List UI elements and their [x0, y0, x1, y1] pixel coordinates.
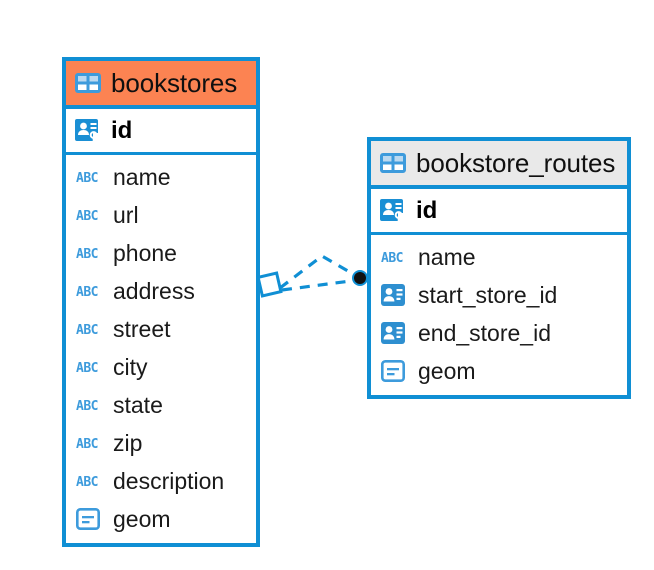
table-icon	[380, 153, 406, 173]
geometry-icon	[381, 360, 409, 382]
relationship-line-upper	[279, 254, 361, 290]
field-label: geom	[113, 505, 171, 532]
field-row-address[interactable]: ABC address	[66, 272, 256, 310]
field-label: zip	[113, 429, 143, 456]
relationship-connector[interactable]	[252, 240, 376, 312]
field-label: street	[113, 315, 171, 342]
abc-text-icon: ABC	[76, 170, 98, 186]
field-row-end-store-id[interactable]: end_store_id	[371, 314, 627, 352]
field-label: start_store_id	[418, 281, 558, 308]
primary-key-row[interactable]: id	[66, 109, 256, 155]
primary-key-label: id	[416, 196, 438, 224]
field-label: description	[113, 467, 225, 494]
abc-text-icon: ABC	[381, 250, 403, 266]
entity-title: bookstore_routes	[416, 147, 616, 178]
abc-text-icon: ABC	[76, 474, 98, 490]
abc-text-icon: ABC	[76, 436, 98, 452]
entity-title: bookstores	[111, 67, 238, 98]
field-row-zip[interactable]: ABC zip	[66, 424, 256, 462]
field-row-url[interactable]: ABC url	[66, 196, 256, 234]
primary-key-icon	[380, 198, 406, 224]
field-row-name[interactable]: ABC name	[371, 238, 627, 276]
field-row-phone[interactable]: ABC phone	[66, 234, 256, 272]
abc-text-icon: ABC	[76, 246, 98, 262]
entity-bookstore-routes[interactable]: bookstore_routes id ABC name	[367, 137, 631, 399]
foreign-key-icon	[381, 322, 409, 344]
field-label: name	[113, 163, 171, 190]
field-row-geom[interactable]: geom	[371, 352, 627, 390]
abc-text-icon: ABC	[76, 398, 98, 414]
field-row-state[interactable]: ABC state	[66, 386, 256, 424]
field-row-start-store-id[interactable]: start_store_id	[371, 276, 627, 314]
field-label: geom	[418, 357, 476, 384]
field-list: ABC name start_store_id	[371, 235, 627, 394]
field-row-name[interactable]: ABC name	[66, 158, 256, 196]
primary-key-label: id	[111, 116, 133, 144]
field-label: city	[113, 353, 148, 380]
table-icon	[75, 73, 101, 93]
field-label: phone	[113, 239, 177, 266]
entity-bookstores[interactable]: bookstores id ABC name	[62, 57, 260, 547]
field-row-geom[interactable]: geom	[66, 500, 256, 538]
field-label: state	[113, 391, 163, 418]
abc-text-icon: ABC	[76, 322, 98, 338]
filled-circle-marker	[352, 270, 368, 286]
field-list: ABC name ABC url ABC phone ABC address A…	[66, 155, 256, 542]
abc-text-icon: ABC	[76, 360, 98, 376]
field-label: name	[418, 243, 476, 270]
field-row-description[interactable]: ABC description	[66, 462, 256, 500]
field-label: address	[113, 277, 195, 304]
primary-key-icon	[75, 118, 101, 144]
abc-text-icon: ABC	[76, 208, 98, 224]
field-label: url	[113, 201, 139, 228]
geometry-icon	[76, 508, 104, 530]
entity-header-bookstores[interactable]: bookstores	[66, 61, 256, 109]
field-label: end_store_id	[418, 319, 551, 346]
abc-text-icon: ABC	[76, 284, 98, 300]
relationship-line-lower	[281, 278, 359, 292]
field-row-street[interactable]: ABC street	[66, 310, 256, 348]
field-row-city[interactable]: ABC city	[66, 348, 256, 386]
foreign-key-icon	[381, 284, 409, 306]
entity-header-bookstore-routes[interactable]: bookstore_routes	[371, 141, 627, 189]
primary-key-row[interactable]: id	[371, 189, 627, 235]
diamond-marker	[256, 271, 283, 298]
